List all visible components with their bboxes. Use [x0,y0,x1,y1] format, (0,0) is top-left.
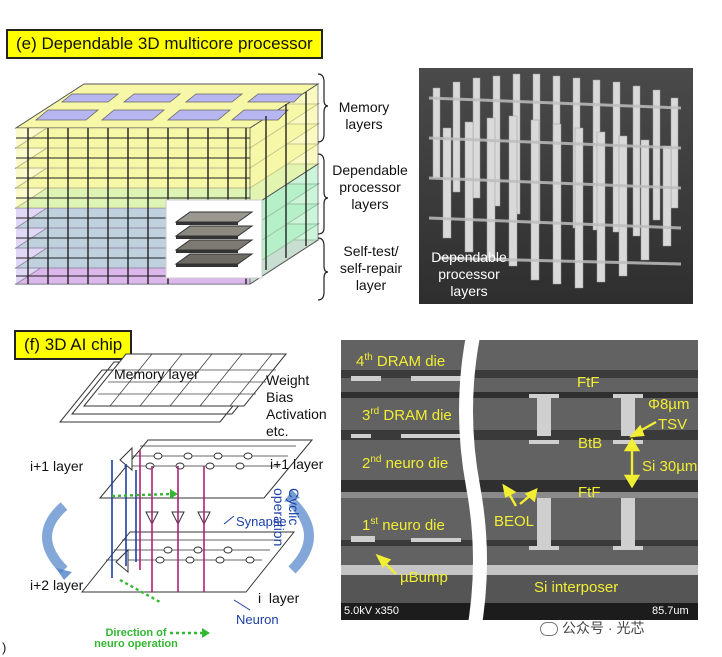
die-2-label: 2nd neuro die [362,454,449,472]
phi-label: Φ8µm [648,396,690,413]
ftf-top-label: FtF [577,374,600,391]
die-3-label: 3rd DRAM die [362,406,452,424]
i2-layer-label: i+2 layer [30,577,84,593]
panel-e-title: (e) Dependable 3D multicore processor [6,29,323,59]
ubump-label: µBump [400,569,448,586]
memory-layers [14,83,320,209]
die-1-label: 1st neuro die [362,516,445,534]
watermark: 公众号 · 光芯 [540,618,644,638]
tsv-label: TSV [658,416,688,433]
die-4-label: 4th DRAM die [356,352,446,370]
chip-stack-photo [165,199,263,279]
si-thickness-label: Si 30µm [642,458,698,475]
ai-chip-diagram [42,353,314,638]
memory-layer-label: Memory layer [114,366,199,382]
pillar-array [428,73,682,289]
processor-xray-image [419,68,693,304]
sem-scale-left: 5.0kV x350 [344,605,400,617]
beol-label: BEOL [494,513,535,530]
sem-scale-right: 85.7um [652,605,689,617]
synapse-label: Synapse [236,514,287,529]
corner-mark: ) [2,640,7,655]
i1-layer-left-label: i+1 layer [30,458,84,474]
wechat-icon [540,622,558,637]
interposer-label: Si interposer [534,579,619,596]
ftf-bottom-label: FtF [578,484,601,501]
sem-structure [341,340,698,620]
label-braces [317,73,329,301]
neuron-label: Neuron [236,612,279,627]
sem-separator [459,336,487,636]
btb-label: BtB [578,435,603,452]
panel-f-title: (f) 3D AI chip [14,330,133,360]
i1-layer-right-label: i+1 layer [270,456,324,472]
sem-cross-section [341,340,698,620]
multicore-stack-diagram [14,83,320,285]
top-memory-cells [34,93,303,121]
i-layer-label: i layer [258,590,300,606]
sem-arrows [375,420,657,575]
